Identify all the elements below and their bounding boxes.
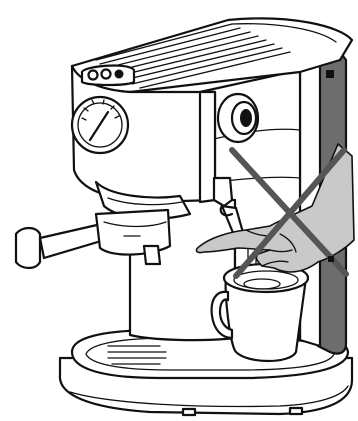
pressure-gauge xyxy=(72,97,128,153)
steam-button-icon xyxy=(115,70,124,79)
steam-knob-icon xyxy=(218,94,258,142)
control-buttons xyxy=(82,66,134,85)
power-indicator-icon xyxy=(326,70,334,78)
panel-mark xyxy=(328,256,334,262)
power-button-icon xyxy=(89,71,98,80)
portafilter xyxy=(16,210,170,268)
espresso-button-icon xyxy=(102,70,111,79)
